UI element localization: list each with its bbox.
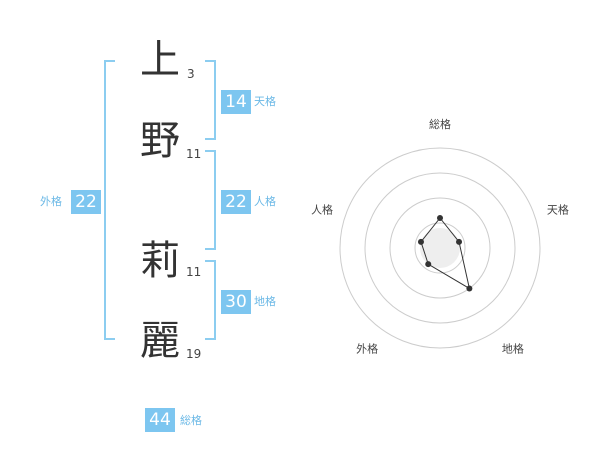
tenkaku-label: 天格 — [254, 95, 276, 108]
chikaku-bracket — [205, 260, 216, 340]
radar-axis-label-5: 人格 — [311, 203, 333, 217]
radar-axis-label-1: 総格 — [429, 117, 451, 131]
jinkaku-score-badge: 22 — [221, 190, 251, 214]
radar-point-1 — [437, 215, 443, 221]
gaikaku-bracket — [104, 60, 115, 340]
radar-axis-label-3: 地格 — [502, 341, 524, 355]
radar-point-5 — [417, 238, 424, 245]
radar-ring — [339, 147, 541, 349]
chikaku-score-badge: 30 — [221, 290, 251, 314]
stroke-count-3: 11 — [186, 265, 202, 279]
radar-ring — [364, 172, 516, 324]
name-char-1: 上 — [140, 37, 180, 83]
radar-ring — [389, 197, 491, 299]
name-char-4: 麗 — [140, 318, 180, 364]
tenkaku-bracket — [205, 60, 216, 140]
jinkaku-bracket — [205, 150, 216, 250]
stroke-count-1: 3 — [187, 67, 195, 81]
chikaku-label: 地格 — [254, 295, 276, 308]
stroke-count-2: 11 — [186, 147, 202, 161]
gaikaku-label: 外格 — [40, 195, 62, 208]
soukaku-score-badge: 44 — [145, 408, 175, 432]
name-char-3: 莉 — [140, 238, 180, 284]
radar-center-disc — [420, 228, 460, 268]
radar-axis-label-4: 外格 — [356, 341, 378, 355]
radar-point-3 — [466, 285, 473, 292]
radar-axis-label-2: 天格 — [547, 203, 569, 217]
radar-point-4 — [425, 261, 432, 268]
radar-ring — [414, 222, 466, 274]
jinkaku-label: 人格 — [254, 195, 276, 208]
radar-point-2 — [456, 238, 463, 245]
name-char-2: 野 — [140, 118, 180, 164]
gaikaku-score-badge: 22 — [71, 190, 101, 214]
stroke-count-4: 19 — [186, 347, 202, 361]
soukaku-label: 総格 — [180, 414, 202, 427]
radar-series-line — [420, 217, 471, 290]
tenkaku-score-badge: 14 — [221, 90, 251, 114]
